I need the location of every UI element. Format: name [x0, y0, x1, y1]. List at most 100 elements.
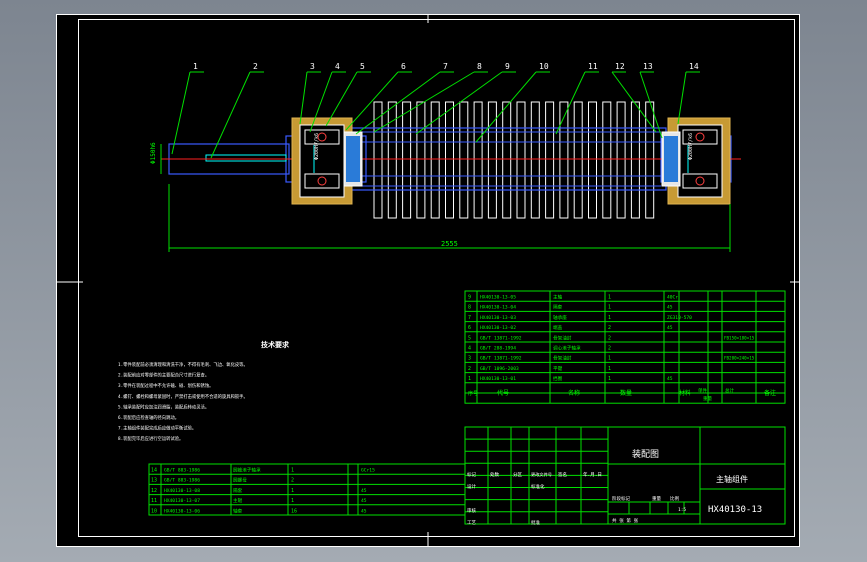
- note-line: 6.装配后应检查轴的径向跳动。: [118, 414, 179, 421]
- bom-name: 骨架油封: [553, 334, 572, 341]
- bom-name: 圆锥滚子轴承: [233, 467, 261, 474]
- fin: [402, 101, 412, 219]
- fin: [502, 101, 512, 219]
- tb-ratio: 比例: [670, 495, 679, 502]
- balloon-leader: [309, 71, 333, 133]
- balloon-leader: [415, 71, 503, 135]
- tb-part-name: 主轴组件: [716, 474, 748, 484]
- bom-no: 3: [468, 356, 471, 362]
- tb-stage: 阶段标记: [612, 495, 630, 502]
- bom-qty: 2: [608, 325, 611, 331]
- balloon-label: 6: [401, 62, 406, 71]
- balloon-leader: [373, 71, 475, 133]
- note-line: 5.轴承装配时应加注润滑脂，装配后转动灵活。: [118, 403, 209, 410]
- bom-qty: 2: [608, 335, 611, 341]
- outer-frame: [56, 14, 800, 547]
- bom-header-remark: 备注: [764, 389, 776, 397]
- balloon-leader: [325, 71, 358, 127]
- bom-mat: 45: [667, 305, 673, 311]
- bom-no: 14: [151, 468, 157, 474]
- bom-mat: 45: [361, 488, 367, 494]
- bom-name: 主轴: [553, 294, 563, 301]
- fin: [588, 101, 597, 219]
- bom-qty: 1: [291, 498, 294, 504]
- balloon-leader: [475, 71, 537, 143]
- bom-code: GB/T 13871-1992: [480, 356, 522, 362]
- bom-no: 9: [468, 295, 471, 301]
- bom-name: 端盖: [553, 324, 563, 331]
- tb-date: 年.月.日: [583, 471, 602, 478]
- bom-no: 6: [468, 325, 471, 331]
- balloon-label: 14: [689, 62, 699, 71]
- bom-mat: 45: [667, 325, 673, 331]
- bom-name: 轴套: [233, 507, 243, 514]
- note-line: 7.主轴组件装配完成后应做动平衡试验。: [118, 425, 196, 432]
- balloon-label: 4: [335, 62, 340, 71]
- balloon-label: 9: [505, 62, 510, 71]
- bom-no: 1: [468, 376, 471, 382]
- bom-no: 4: [468, 346, 471, 352]
- bom-mat: ZG310-570: [667, 315, 692, 321]
- bom-code: HX40130-13-04: [480, 305, 516, 311]
- fin: [602, 101, 612, 219]
- balloon-leader: [639, 71, 663, 139]
- bom-no: 12: [151, 488, 157, 494]
- bom-qty: 1: [608, 356, 611, 362]
- balloon-leader: [677, 71, 687, 125]
- bom-code: HX40130-13-05: [480, 295, 516, 301]
- overall-length: 2555: [441, 240, 458, 248]
- tb-change-doc: 更改文件号: [531, 471, 552, 478]
- fin: [373, 101, 383, 219]
- bom-name: 隔套: [553, 304, 563, 311]
- bom-header-no: 序号: [468, 390, 478, 397]
- bom-upper-frame: [464, 290, 786, 404]
- bom-qty: 1: [608, 376, 611, 382]
- bom-name: 隔套: [233, 487, 243, 494]
- tb-weight: 重量: [652, 495, 661, 502]
- bom-header-weight-single: 单件: [698, 387, 707, 394]
- tb-scale: 1:5: [678, 507, 686, 513]
- bom-code: GB/T 13871-1992: [480, 335, 522, 341]
- balloon-label: 1: [193, 62, 198, 71]
- fin: [616, 101, 626, 219]
- balloon-label: 10: [539, 62, 549, 71]
- bom-no: 2: [468, 366, 471, 372]
- balloon-leader: [611, 71, 657, 133]
- note-line: 2.装配前应对零部件的主要配合尺寸进行复查。: [118, 372, 209, 379]
- fin: [487, 101, 497, 219]
- note-line: 8.装配完毕后应进行空运转试验。: [118, 435, 183, 442]
- fin: [630, 101, 640, 219]
- roller-fins: [373, 101, 655, 219]
- dia-left-dim: Φ150h6: [150, 142, 157, 164]
- bom-qty: 2: [608, 346, 611, 352]
- balloon-label: 12: [615, 62, 625, 71]
- right-bearing-housing: Φ200H7/k6: [661, 117, 731, 205]
- balloon-leader: [299, 71, 308, 125]
- bom-qty: 16: [291, 508, 297, 514]
- bom-remark: FB150×180×15: [724, 335, 755, 340]
- tb-drawing-no: HX40130-13: [708, 505, 762, 515]
- balloon-label: 7: [443, 62, 448, 71]
- tb-review: 审核: [467, 507, 476, 514]
- bom-mat: 40Cr: [667, 295, 678, 301]
- bom-mat: 45: [361, 508, 367, 514]
- bom-code: GB/T 883-1986: [164, 478, 200, 484]
- bom-name: 轴承座: [553, 314, 567, 321]
- bom-qty: 2: [291, 478, 294, 484]
- tb-approve: 批准: [531, 519, 540, 526]
- fin: [473, 101, 483, 219]
- note-line: 4.螺钉、螺栓和螺母紧固时，严禁打击或使用不合适的旋具和扳手。: [118, 393, 248, 400]
- note-line: 3.零件在装配过程中不允许磕、碰、划伤和锈蚀。: [118, 382, 213, 389]
- bearing-right-dim: Φ200H7/k6: [688, 133, 694, 160]
- bom-name: 调心滚子轴承: [553, 345, 581, 352]
- bom-name: 平键: [553, 365, 563, 372]
- bom-mat: 45: [667, 376, 673, 382]
- tb-process: 工艺: [467, 520, 476, 526]
- fin: [545, 101, 555, 219]
- tb-zone: 分区: [513, 471, 522, 478]
